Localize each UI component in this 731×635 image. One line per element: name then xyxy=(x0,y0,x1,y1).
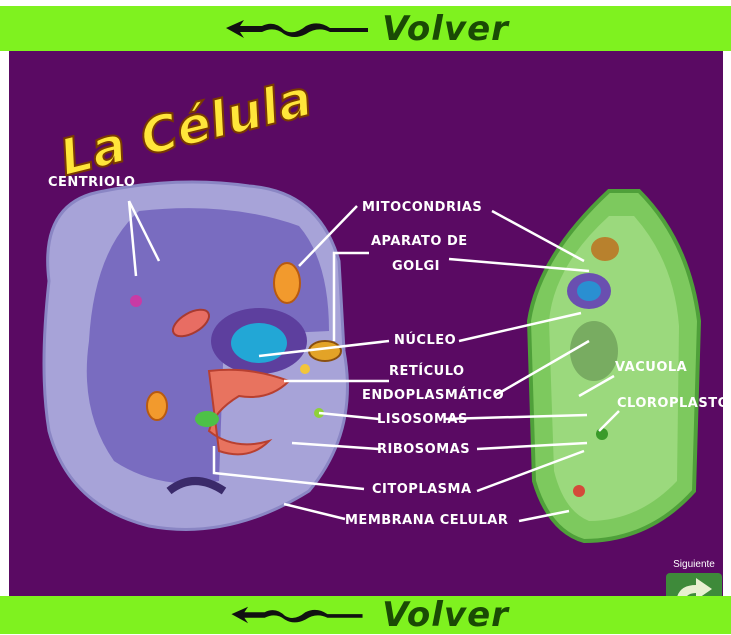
label-aparato-de-golgi-line1: APARATO DE xyxy=(371,234,468,249)
label-centriolo: CENTRIOLO xyxy=(48,175,135,190)
label-lisosomas: LISOSOMAS xyxy=(377,412,468,427)
label-membrana-celular: MEMBRANA CELULAR xyxy=(345,513,508,528)
label-ribosomas: RIBOSOMAS xyxy=(377,442,470,457)
label-vacuola: VACUOLA xyxy=(615,360,687,375)
label-cloroplasto: CLOROPLASTO xyxy=(617,396,723,411)
next-label: Siguiente xyxy=(659,559,723,570)
back-arrow-icon xyxy=(222,603,372,627)
next-button[interactable]: Siguiente xyxy=(659,559,723,596)
back-button-top[interactable]: Volver xyxy=(0,6,731,51)
back-button-bottom[interactable]: Volver xyxy=(0,596,731,634)
label-reticulo-line2: ENDOPLASMÁTICO xyxy=(362,388,504,403)
back-label: Volver xyxy=(382,595,509,635)
label-nucleo: NÚCLEO xyxy=(394,333,456,348)
label-aparato-de-golgi-line2: GOLGI xyxy=(392,259,440,274)
label-reticulo-line1: RETÍCULO xyxy=(389,364,465,379)
curved-arrow-icon xyxy=(666,573,722,596)
back-label: Volver xyxy=(382,9,509,49)
label-mitocondrias: MITOCONDRIAS xyxy=(362,200,482,215)
cell-diagram-panel: La Célula CENTRIOLO MITOCONDRIAS APARATO… xyxy=(9,51,723,596)
label-citoplasma: CITOPLASMA xyxy=(372,482,472,497)
back-arrow-icon xyxy=(222,16,372,42)
